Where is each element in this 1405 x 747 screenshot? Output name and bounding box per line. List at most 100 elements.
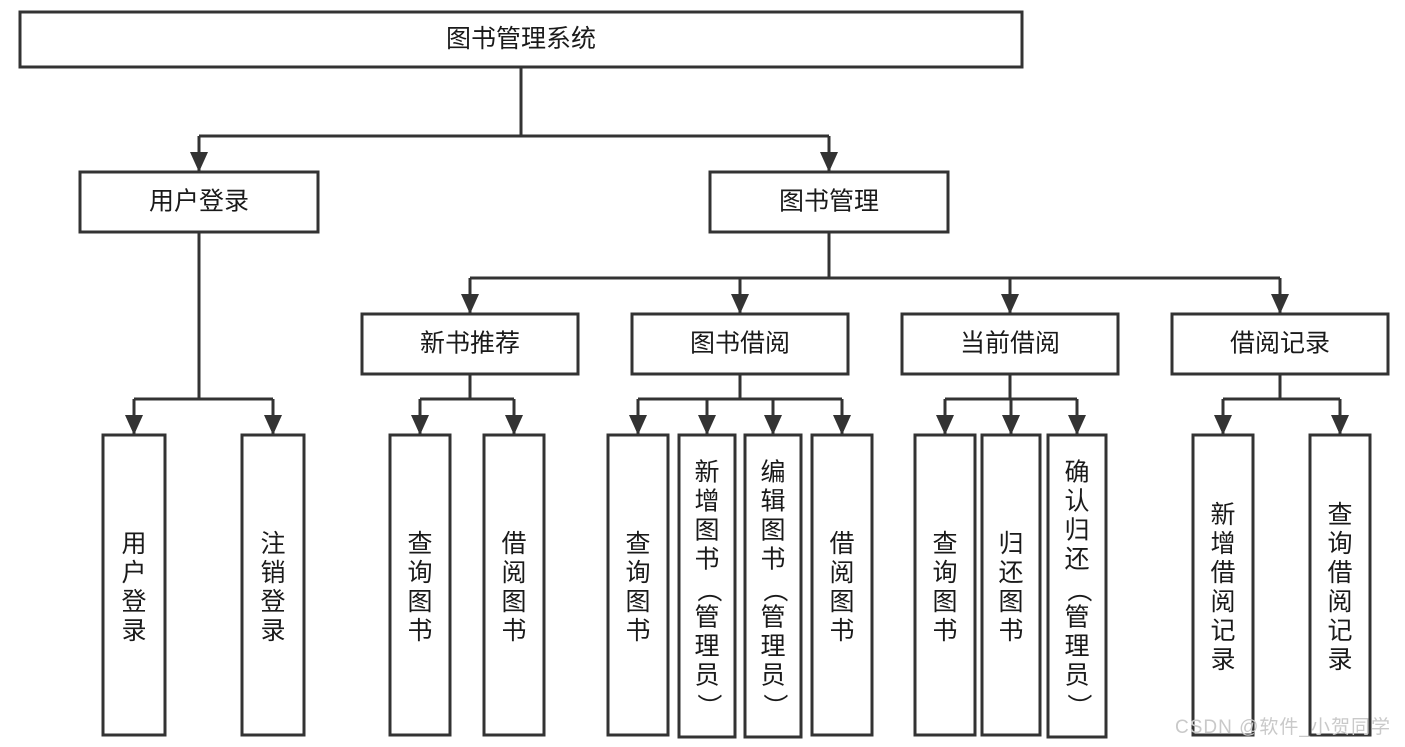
node-label-char: 新 [694,459,719,487]
node-label-char: 书 [998,617,1023,645]
node-new_book_rec[interactable]: 新书推荐 [360,312,580,376]
node-label-char: 管 [1064,604,1089,632]
arrow-head-icon [1001,294,1019,314]
node-label-char: 询 [625,559,650,587]
node-label-char: 询 [932,559,957,587]
node-label-char: 注 [260,530,285,558]
node-box[interactable] [360,312,580,376]
node-book_mgmt[interactable]: 图书管理 [708,170,950,234]
node-label-char: 询 [407,559,432,587]
node-book_borrow[interactable]: 图书借阅 [630,312,850,376]
arrow-head-icon [505,415,523,435]
arrow-head-icon [936,415,954,435]
nodes-layer: 图书管理系统用户登录图书管理新书推荐图书借阅当前借阅借阅记录用户登录注销登录查询… [18,10,1390,739]
arrow-head-icon [1214,415,1232,435]
node-box[interactable] [980,433,1042,737]
edges-layer [125,67,1349,435]
node-borrow_record[interactable]: 借阅记录 [1170,312,1390,376]
node-box[interactable] [1170,312,1390,376]
node-box[interactable] [101,433,167,737]
node-box[interactable] [900,312,1120,376]
arrow-head-icon [264,415,282,435]
node-label-char: 管 [694,604,719,632]
node-box[interactable] [630,312,850,376]
node-label-char: ） [694,693,722,718]
node-label-char: 编 [760,459,785,487]
node-label-char: 员 [1064,662,1089,690]
node-box[interactable] [482,433,546,737]
node-label-char: 阅 [829,559,854,587]
node-label-char: 查 [932,530,957,558]
node-box[interactable] [1308,433,1372,737]
node-root[interactable]: 图书管理系统 [18,10,1024,69]
watermark-text: CSDN @软件_小贺同学 [1175,717,1391,738]
node-label-char: 借 [1327,559,1352,587]
node-label-char: 确 [1064,459,1089,487]
node-user_login[interactable]: 用户登录 [78,170,320,234]
node-box[interactable] [810,433,874,737]
node-label-char: ） [760,693,788,718]
node-box[interactable] [1191,433,1255,737]
node-label-char: 书 [760,546,785,574]
node-label-char: 书 [407,617,432,645]
node-label-char: 员 [760,662,785,690]
arrow-head-icon [833,415,851,435]
node-label-char: 用 [121,530,146,558]
arrow-head-icon [731,294,749,314]
arrow-head-icon [1002,415,1020,435]
node-box[interactable] [606,433,670,737]
node-label-char: 还 [1064,546,1089,574]
node-box[interactable] [677,433,737,739]
node-label-char: 图 [932,588,957,616]
arrow-head-icon [411,415,429,435]
node-label-char: 管 [760,604,785,632]
node-box[interactable] [1046,433,1108,739]
node-label-char: （ [694,577,722,602]
node-label-char: 增 [694,488,719,516]
node-box[interactable] [78,170,320,234]
node-label-char: 录 [1327,646,1352,674]
node-label-char: 归 [1064,517,1089,545]
arrow-head-icon [820,152,838,172]
node-label-char: 图 [829,588,854,616]
arrow-head-icon [764,415,782,435]
node-label-char: 户 [121,559,146,587]
node-label: 新书推荐 [420,330,520,358]
node-box[interactable] [388,433,452,737]
node-box[interactable] [18,10,1024,69]
node-label-char: 记 [1327,617,1352,645]
node-label-char: 录 [121,617,146,645]
node-label-char: 借 [501,530,526,558]
node-label-char: ） [1064,693,1092,718]
node-label-char: 查 [1327,501,1352,529]
node-box[interactable] [708,170,950,234]
node-label-char: 书 [694,546,719,574]
node-label-char: 理 [760,633,785,661]
node-box[interactable] [913,433,977,737]
arrow-head-icon [190,152,208,172]
node-box[interactable] [240,433,306,737]
node-box[interactable] [743,433,803,739]
node-label: 图书借阅 [690,330,790,358]
node-l4_01[interactable]: 用户登录 [101,433,167,737]
node-label-char: 销 [260,559,285,587]
node-label-char: （ [760,577,788,602]
node-label-char: 员 [694,662,719,690]
node-label-char: 图 [760,517,785,545]
node-label-char: 认 [1064,488,1089,516]
node-current_borrow[interactable]: 当前借阅 [900,312,1120,376]
node-label-char: 图 [407,588,432,616]
